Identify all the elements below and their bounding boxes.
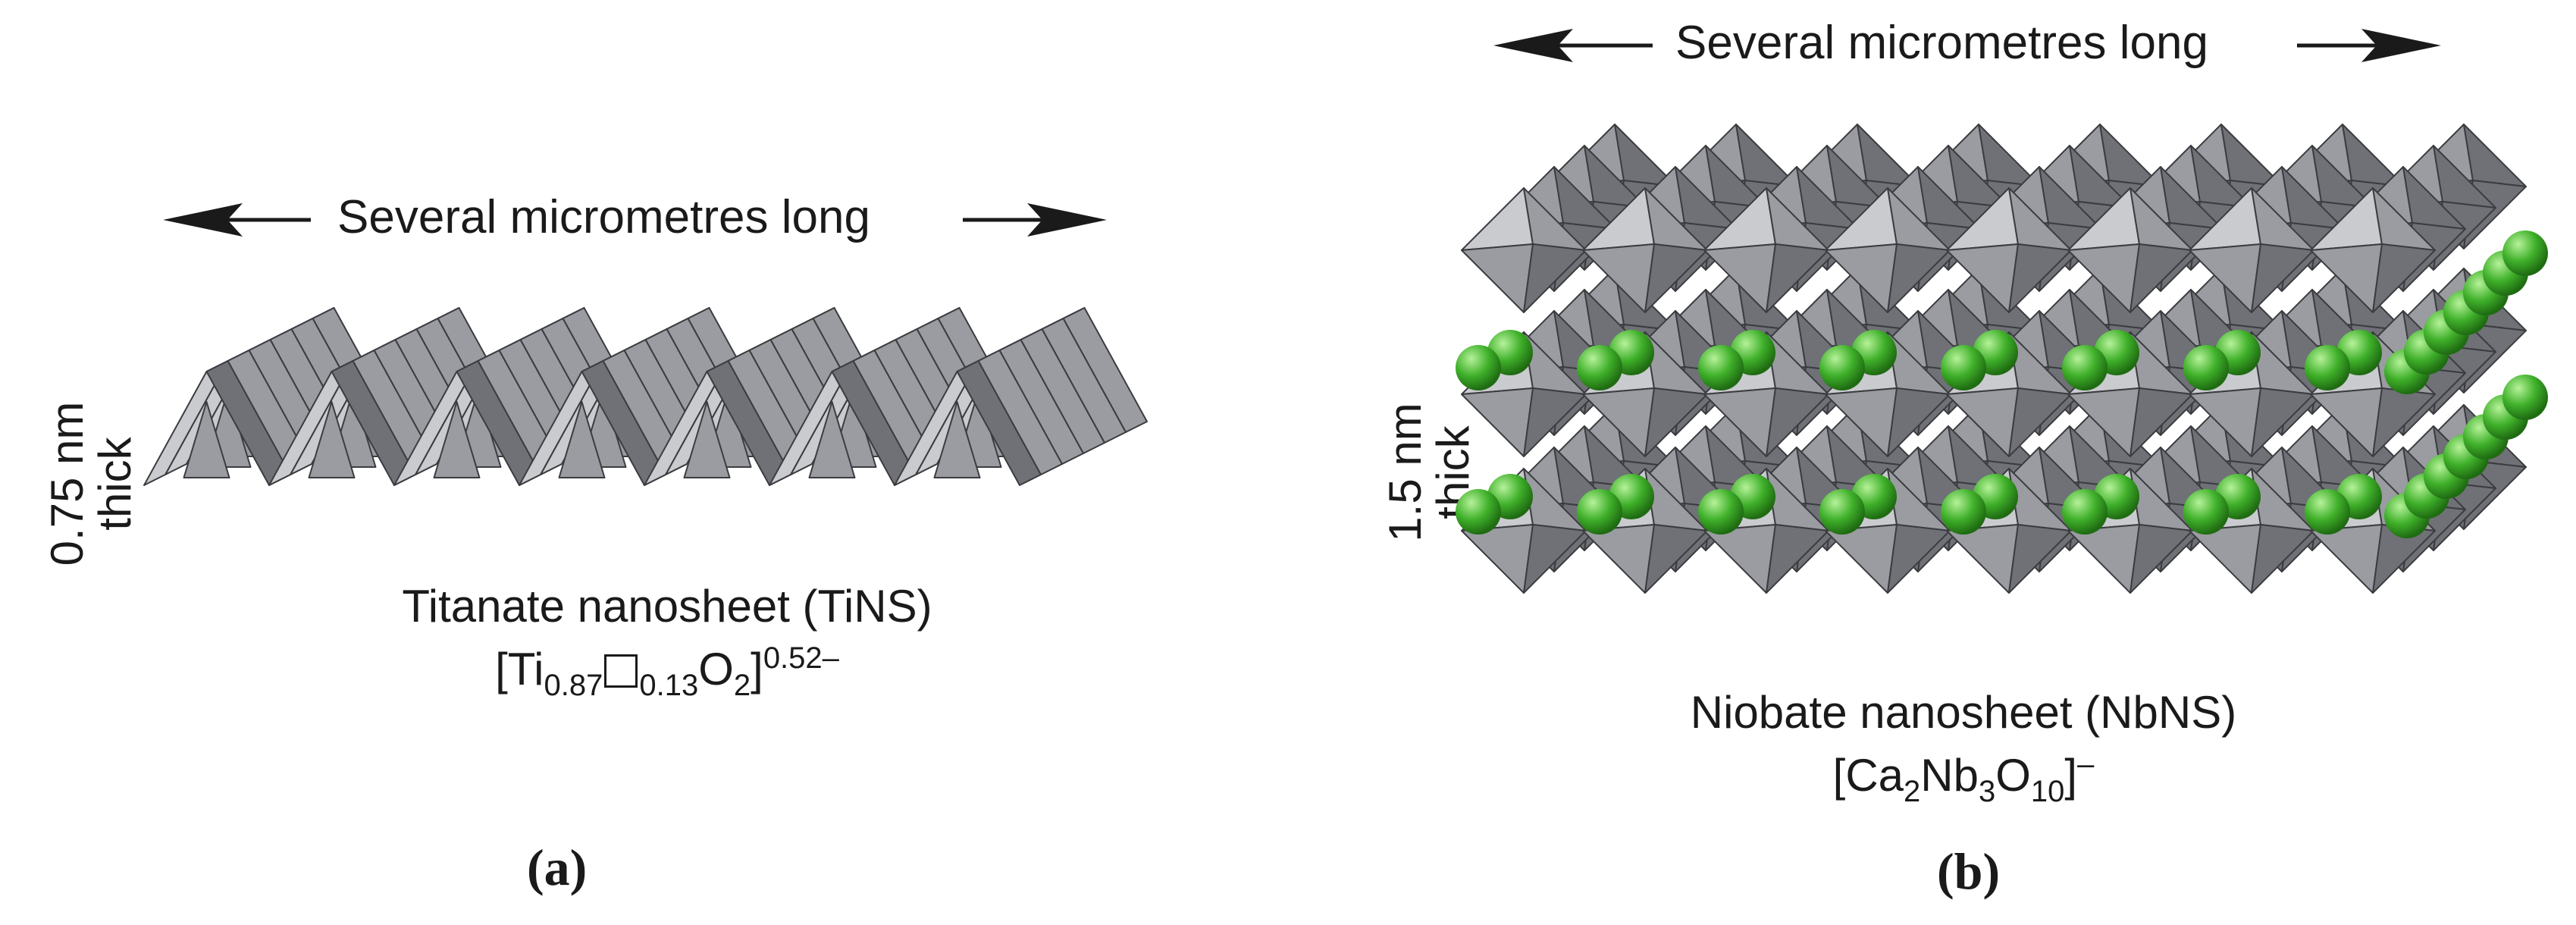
octahedron-face [1946,524,2019,594]
octahedron-face [1644,387,1708,457]
octahedron-face [1825,524,1898,594]
calcium-atom [2062,345,2107,390]
panel-a-caption: Titanate nanosheet (TiNS) [402,581,932,632]
octahedron-face [1887,243,1951,313]
calcium-atom [1819,345,1865,390]
octahedron-face [183,401,230,478]
octahedron-face [1461,243,1534,313]
octahedron-face [2310,524,2383,594]
octahedron-face [2251,243,2314,313]
octahedron-face [1582,524,1655,594]
octahedron-face [1703,524,1776,594]
calcium-atom [1456,489,1501,535]
panel-a-label: (a) [527,839,588,896]
calcium-atom [1577,489,1622,535]
octahedron-face [1766,243,1829,313]
calcium-atom [2062,489,2107,535]
octahedron-face [956,360,1042,486]
octahedron-face [433,401,481,478]
octahedron-face [1644,524,1708,594]
octahedron-face [933,401,981,478]
calcium-atom [2502,230,2548,276]
octahedron-face [1644,243,1708,313]
octahedron-face [1523,524,1587,594]
calcium-atom [1819,489,1865,535]
octahedron-face [2251,524,2314,594]
octahedron-face [2251,387,2314,457]
octahedron-face [2189,524,2261,594]
calcium-atom [2305,489,2350,535]
octahedron-face [2463,124,2527,187]
octahedron-face [1766,387,1829,457]
octahedron-face [2008,243,2072,313]
calcium-atom [2183,345,2229,390]
calcium-atom [2502,375,2548,420]
vacancy-box-icon [604,654,638,688]
octahedron-face [1766,524,1829,594]
octahedron-face [808,401,856,478]
calcium-atom [2305,345,2350,390]
octahedron-face [2008,387,2072,457]
calcium-atom [2183,489,2229,535]
calcium-atom [1941,345,1986,390]
panel-b-formula: [Ca2Nb3O10]– [1832,748,2095,808]
panel-b-caption: Niobate nanosheet (NbNS) [1690,687,2237,738]
octahedron-face [308,401,356,478]
octahedron-face [1461,524,1534,594]
octahedron-face [2067,524,2140,594]
octahedron-face [2129,524,2193,594]
octahedron-face [2372,243,2436,313]
panel-a-length-label: Several micrometres long [337,191,870,243]
panel-b-label: (b) [1937,842,2001,900]
octahedron-face [1461,387,1534,457]
octahedron-face [2008,524,2072,594]
octahedron-face [558,401,606,478]
calcium-atom [1941,489,1986,535]
calcium-atom [1698,345,1744,390]
octahedron-face [2129,387,2193,457]
octahedron-face [1887,524,1951,594]
panel-b-length-label: Several micrometres long [1675,17,2208,69]
octahedron-face [1461,187,1534,251]
octahedron-face [1523,243,1587,313]
octahedron-face [1523,387,1587,457]
calcium-atom [1577,345,1622,390]
octahedron-face [2129,243,2193,313]
octahedron-face [683,401,731,478]
octahedron-face [1887,387,1951,457]
calcium-atom [1698,489,1744,535]
calcium-atom [1456,345,1501,390]
